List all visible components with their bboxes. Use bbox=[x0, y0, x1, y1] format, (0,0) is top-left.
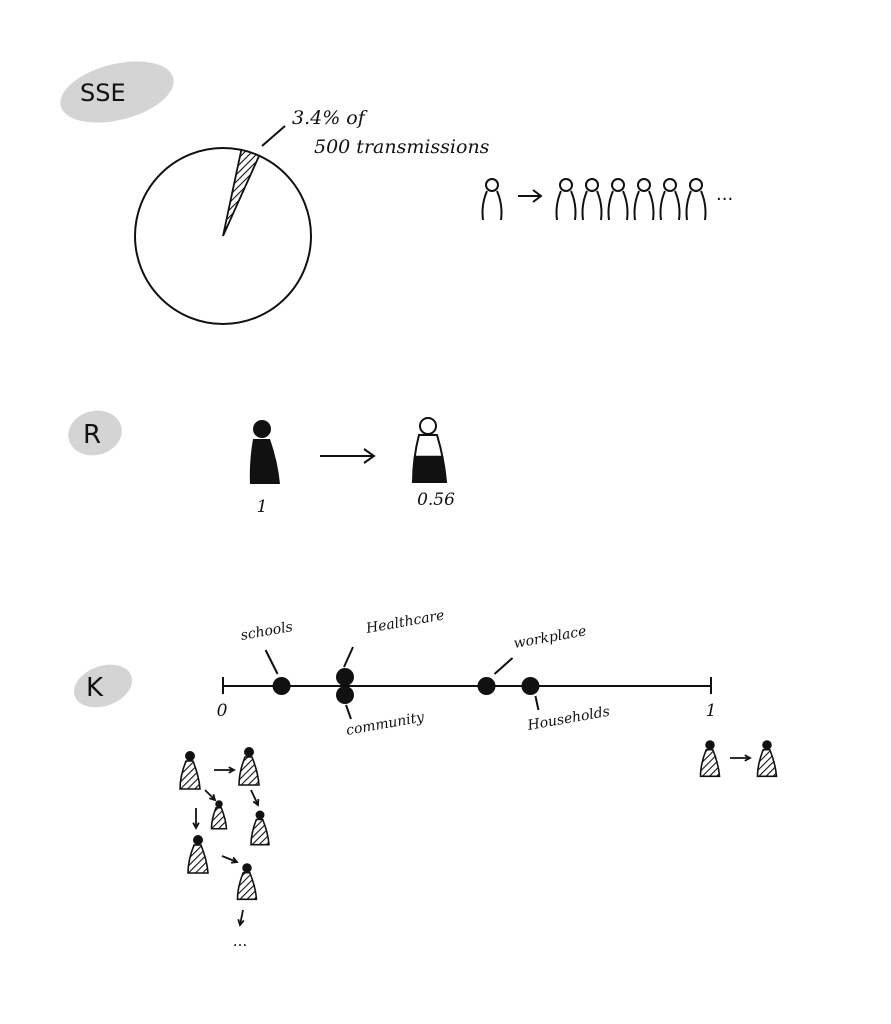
k-arrow bbox=[214, 766, 236, 774]
sse-annotation-line2: 500 transmissions bbox=[314, 136, 490, 158]
sse-infected-figure bbox=[633, 178, 655, 221]
k-tree-person bbox=[210, 800, 228, 830]
sse-transmission-figures bbox=[481, 178, 707, 221]
k-arrow bbox=[221, 855, 239, 864]
k-badge bbox=[73, 664, 133, 708]
k-point-label: Healthcare bbox=[364, 607, 446, 637]
sse-infected-figure bbox=[607, 178, 629, 221]
k-arrow bbox=[204, 789, 217, 802]
k-branching-tree bbox=[179, 747, 270, 927]
k-tree-person bbox=[238, 747, 260, 786]
k-point-label: schools bbox=[239, 619, 294, 644]
k-axis-min-label: 0 bbox=[217, 701, 228, 721]
r-target-fill bbox=[413, 455, 446, 482]
k-point: Healthcare bbox=[336, 607, 446, 686]
k-point: schools bbox=[239, 619, 294, 695]
sse-section: SSE 3.4% of 500 transmissions ... bbox=[60, 61, 733, 325]
sse-annotation-line1: 3.4% of bbox=[292, 107, 368, 129]
k-tree-ellipsis: ... bbox=[233, 932, 247, 950]
r-to-value: 0.56 bbox=[417, 490, 455, 510]
k-axis-max-label: 1 bbox=[706, 701, 717, 721]
sse-source-figure bbox=[481, 178, 503, 221]
k-linear-chain bbox=[699, 740, 778, 778]
k-arrow bbox=[250, 789, 260, 807]
k-label: K bbox=[86, 673, 104, 703]
sse-infected-figure bbox=[555, 178, 577, 221]
k-chain-person bbox=[699, 740, 721, 778]
k-section: K 0 1 schools Healthcare community workplac… bbox=[73, 607, 778, 950]
sse-label: SSE bbox=[80, 79, 126, 107]
r-from-value: 1 bbox=[257, 497, 268, 517]
r-label: R bbox=[83, 420, 101, 450]
sse-arrow bbox=[518, 189, 543, 203]
k-tree-person bbox=[236, 863, 258, 901]
k-tree-person bbox=[250, 810, 270, 846]
sse-pie-slice bbox=[222, 148, 261, 237]
k-arrow bbox=[237, 909, 245, 927]
r-section: R 1 0.56 bbox=[68, 410, 455, 517]
sse-infected-figure bbox=[581, 178, 603, 221]
sse-infected-figure bbox=[685, 178, 707, 221]
k-tree-person bbox=[179, 751, 201, 790]
k-arrow bbox=[730, 754, 752, 762]
r-badge bbox=[68, 410, 122, 456]
k-point: community bbox=[336, 686, 426, 739]
r-source-person bbox=[249, 420, 280, 484]
k-point-label: workplace bbox=[512, 623, 587, 652]
sse-infected-figure bbox=[659, 178, 681, 221]
k-arrow bbox=[192, 808, 200, 830]
k-point-label: community bbox=[345, 709, 427, 739]
r-arrow bbox=[320, 448, 376, 464]
sse-annotation-leader bbox=[261, 125, 286, 147]
r-target-person bbox=[411, 417, 448, 483]
sse-ellipsis: ... bbox=[716, 184, 733, 205]
k-chain-person bbox=[756, 740, 778, 778]
sse-pie-outline bbox=[134, 147, 312, 325]
k-tree-person bbox=[187, 835, 209, 874]
sse-badge bbox=[60, 61, 174, 123]
